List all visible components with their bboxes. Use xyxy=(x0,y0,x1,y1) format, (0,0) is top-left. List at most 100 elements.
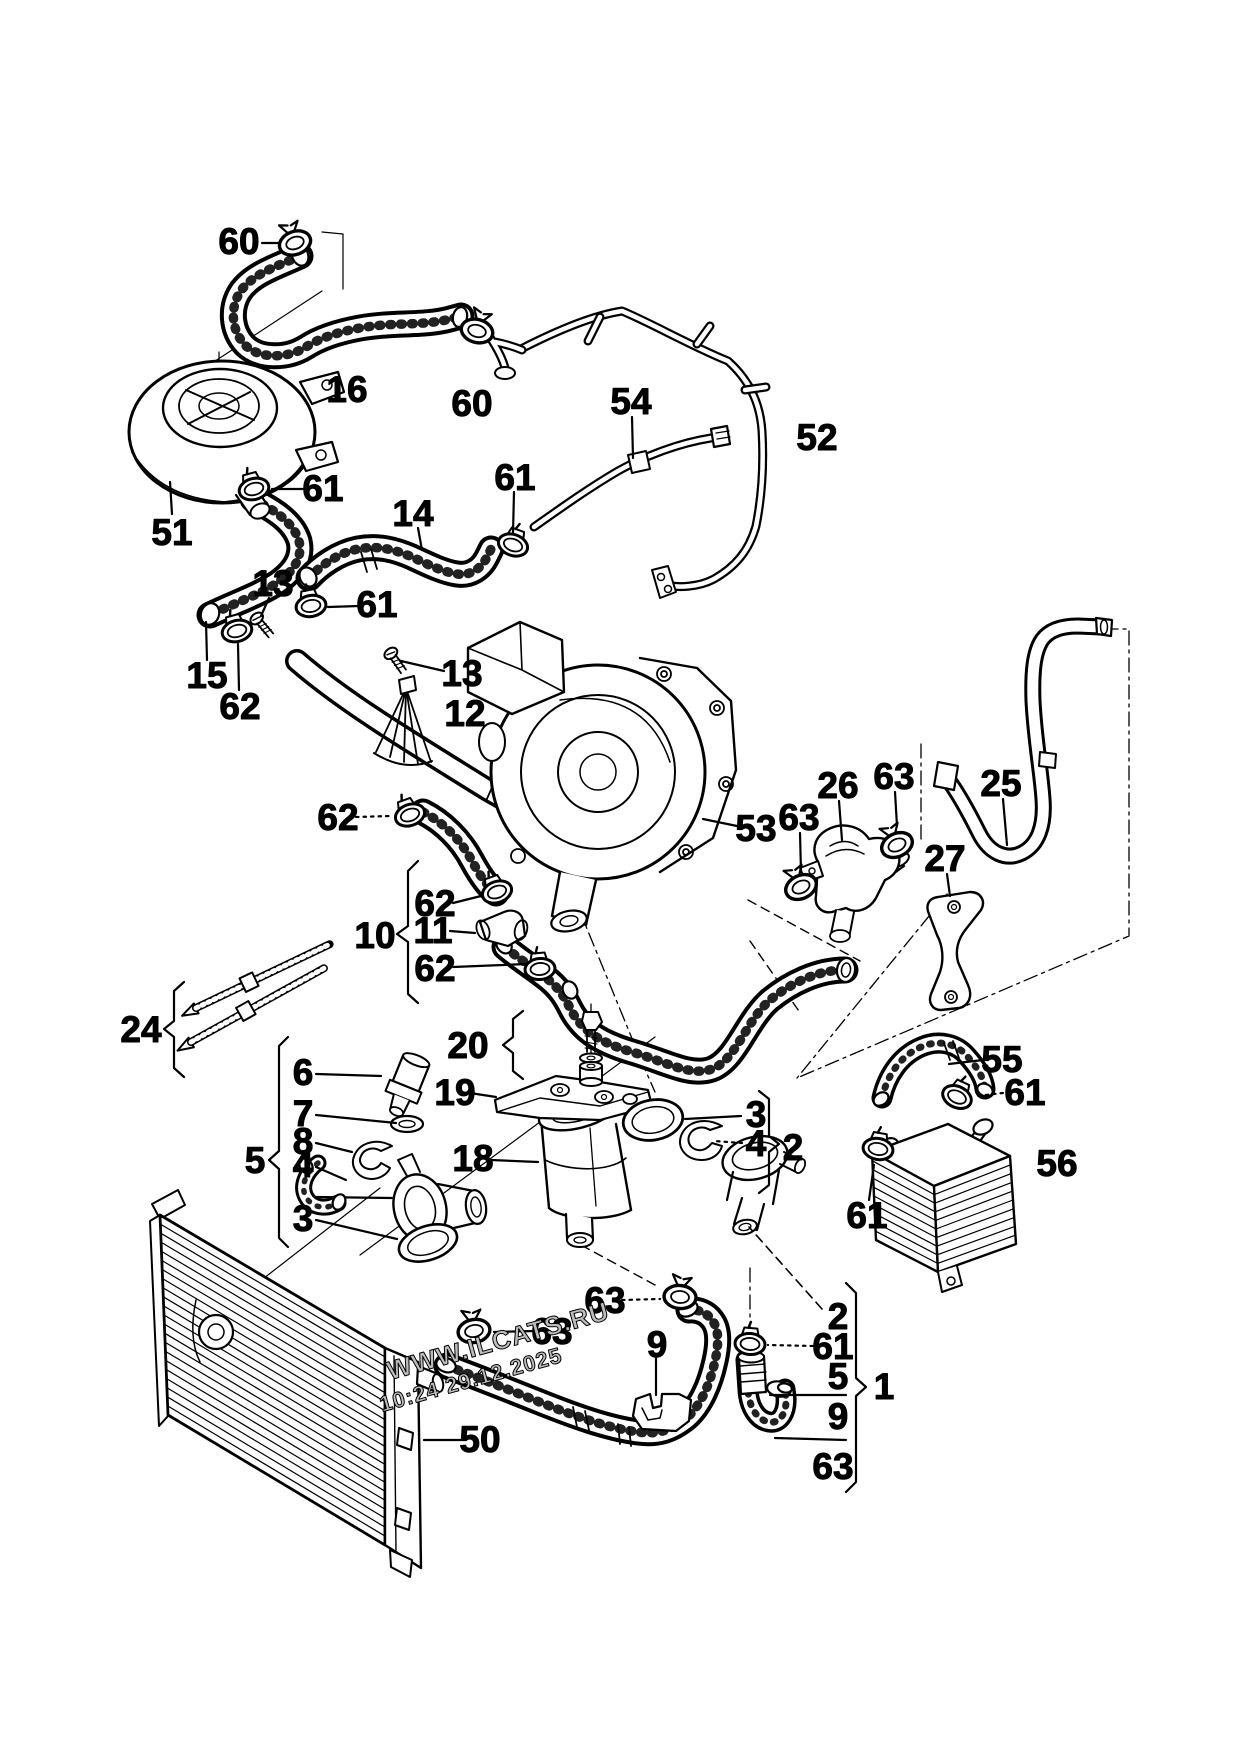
leader-line xyxy=(974,1091,1005,1098)
part-label-19: 19 xyxy=(434,1072,498,1114)
clamp-63-icon xyxy=(662,1273,698,1311)
part-label-27: 27 xyxy=(924,838,966,898)
brace-group-24 xyxy=(162,980,186,1079)
part-number: 55 xyxy=(981,1039,1022,1080)
leader-line xyxy=(204,620,209,662)
tube xyxy=(692,321,715,349)
clamp-62-icon xyxy=(220,608,254,644)
part-label-62: 62 xyxy=(414,948,529,990)
part-label-4: 4 xyxy=(292,1144,348,1186)
part-number: 53 xyxy=(735,808,776,849)
clamp-63-icon xyxy=(456,1308,492,1345)
clamp-62-icon xyxy=(480,870,514,905)
clip-8 xyxy=(352,1140,393,1180)
leader-line xyxy=(451,894,483,905)
leader-line xyxy=(314,1141,354,1154)
part-number: 24 xyxy=(120,1009,162,1050)
part-label-63: 63 xyxy=(812,1446,854,1488)
leader-line xyxy=(354,814,393,819)
part-number: 7 xyxy=(293,1093,314,1134)
leader-line xyxy=(945,872,952,898)
part-label-53: 53 xyxy=(701,808,777,850)
leader-line xyxy=(468,1091,498,1099)
part-number: 25 xyxy=(980,763,1021,804)
part-label-5: 5 xyxy=(244,1140,266,1182)
part-number: 4 xyxy=(746,1123,767,1164)
leader-line xyxy=(947,1058,985,1066)
part-number: 63 xyxy=(873,756,914,797)
part-number: 13 xyxy=(441,653,482,694)
temp-sensor xyxy=(384,1052,431,1117)
part-number: 6 xyxy=(293,1052,314,1093)
cable-ties xyxy=(176,940,334,1052)
clamp-62-icon xyxy=(393,793,427,828)
leader-line xyxy=(451,962,529,969)
part-label-13: 13 xyxy=(252,563,294,618)
part-label-7: 7 xyxy=(292,1093,398,1135)
brace-group-20 xyxy=(501,1009,525,1081)
leader-line xyxy=(326,604,361,609)
part-number: 63 xyxy=(812,1446,853,1487)
brace-group-1 xyxy=(844,1281,868,1494)
part-label-20: 20 xyxy=(447,1025,489,1067)
part-label-3: 3 xyxy=(292,1198,399,1241)
part-number: 10 xyxy=(354,915,395,956)
part-number: 9 xyxy=(647,1324,668,1365)
part-label-4: 4 xyxy=(712,1123,767,1165)
pipe-52 xyxy=(516,306,768,592)
part-number: 51 xyxy=(151,512,192,553)
part-label-2: 2 xyxy=(782,1127,804,1169)
part-label-50: 50 xyxy=(422,1419,501,1461)
screw-13-icon xyxy=(383,646,407,675)
part-label-62: 62 xyxy=(317,797,393,839)
part-number: 3 xyxy=(293,1198,314,1239)
part-number: 61 xyxy=(1004,1072,1045,1113)
brace-group-10 xyxy=(395,859,420,1005)
part-label-60: 60 xyxy=(218,221,282,263)
leader-line xyxy=(630,415,635,460)
leader-line xyxy=(236,642,241,692)
part-number: 27 xyxy=(924,838,965,879)
part-label-8: 8 xyxy=(292,1121,354,1163)
part-number: 60 xyxy=(218,221,259,262)
leader-line xyxy=(399,659,446,673)
leader-line xyxy=(511,490,516,535)
changeover-valve xyxy=(799,824,910,943)
coupling-pipe-5 xyxy=(737,1350,768,1396)
leader-line xyxy=(314,1072,383,1078)
part-label-12: 12 xyxy=(444,693,486,735)
radiator xyxy=(149,1189,445,1578)
bracket-27 xyxy=(926,890,985,1012)
part-number: 20 xyxy=(447,1025,488,1066)
part-label-61: 61 xyxy=(974,1072,1046,1114)
part-number: 8 xyxy=(293,1121,314,1162)
part-label-9: 9 xyxy=(646,1324,668,1397)
part-label-1: 1 xyxy=(873,1366,895,1408)
part-label-63: 63 xyxy=(584,1280,662,1322)
part-number: 2 xyxy=(783,1127,804,1168)
part-number: 61 xyxy=(356,584,397,625)
leader-line xyxy=(1001,797,1009,847)
part-label-24: 24 xyxy=(120,1009,163,1051)
hose-16 xyxy=(219,242,475,370)
part-label-61: 61 xyxy=(766,1326,854,1368)
part-number: 9 xyxy=(828,1396,849,1437)
part-label-13: 13 xyxy=(399,653,483,695)
clamp-61-icon xyxy=(496,522,530,558)
seal-7 xyxy=(389,1114,425,1134)
leader-line xyxy=(314,1165,348,1182)
clamp-62-icon xyxy=(523,945,557,982)
part-number: 61 xyxy=(812,1326,853,1367)
leader-line xyxy=(701,817,739,828)
part-label-52: 52 xyxy=(796,417,838,459)
expansion-tank xyxy=(127,359,346,520)
part-label-60: 60 xyxy=(451,383,493,425)
clamp-61-icon xyxy=(733,1320,767,1357)
brace-group-5 xyxy=(267,1035,290,1249)
part-label-2: 2 xyxy=(748,1226,849,1338)
part-label-26: 26 xyxy=(817,765,859,842)
part-number: 4 xyxy=(293,1144,314,1185)
leader-line xyxy=(492,1329,537,1334)
part-number: 5 xyxy=(828,1356,849,1397)
